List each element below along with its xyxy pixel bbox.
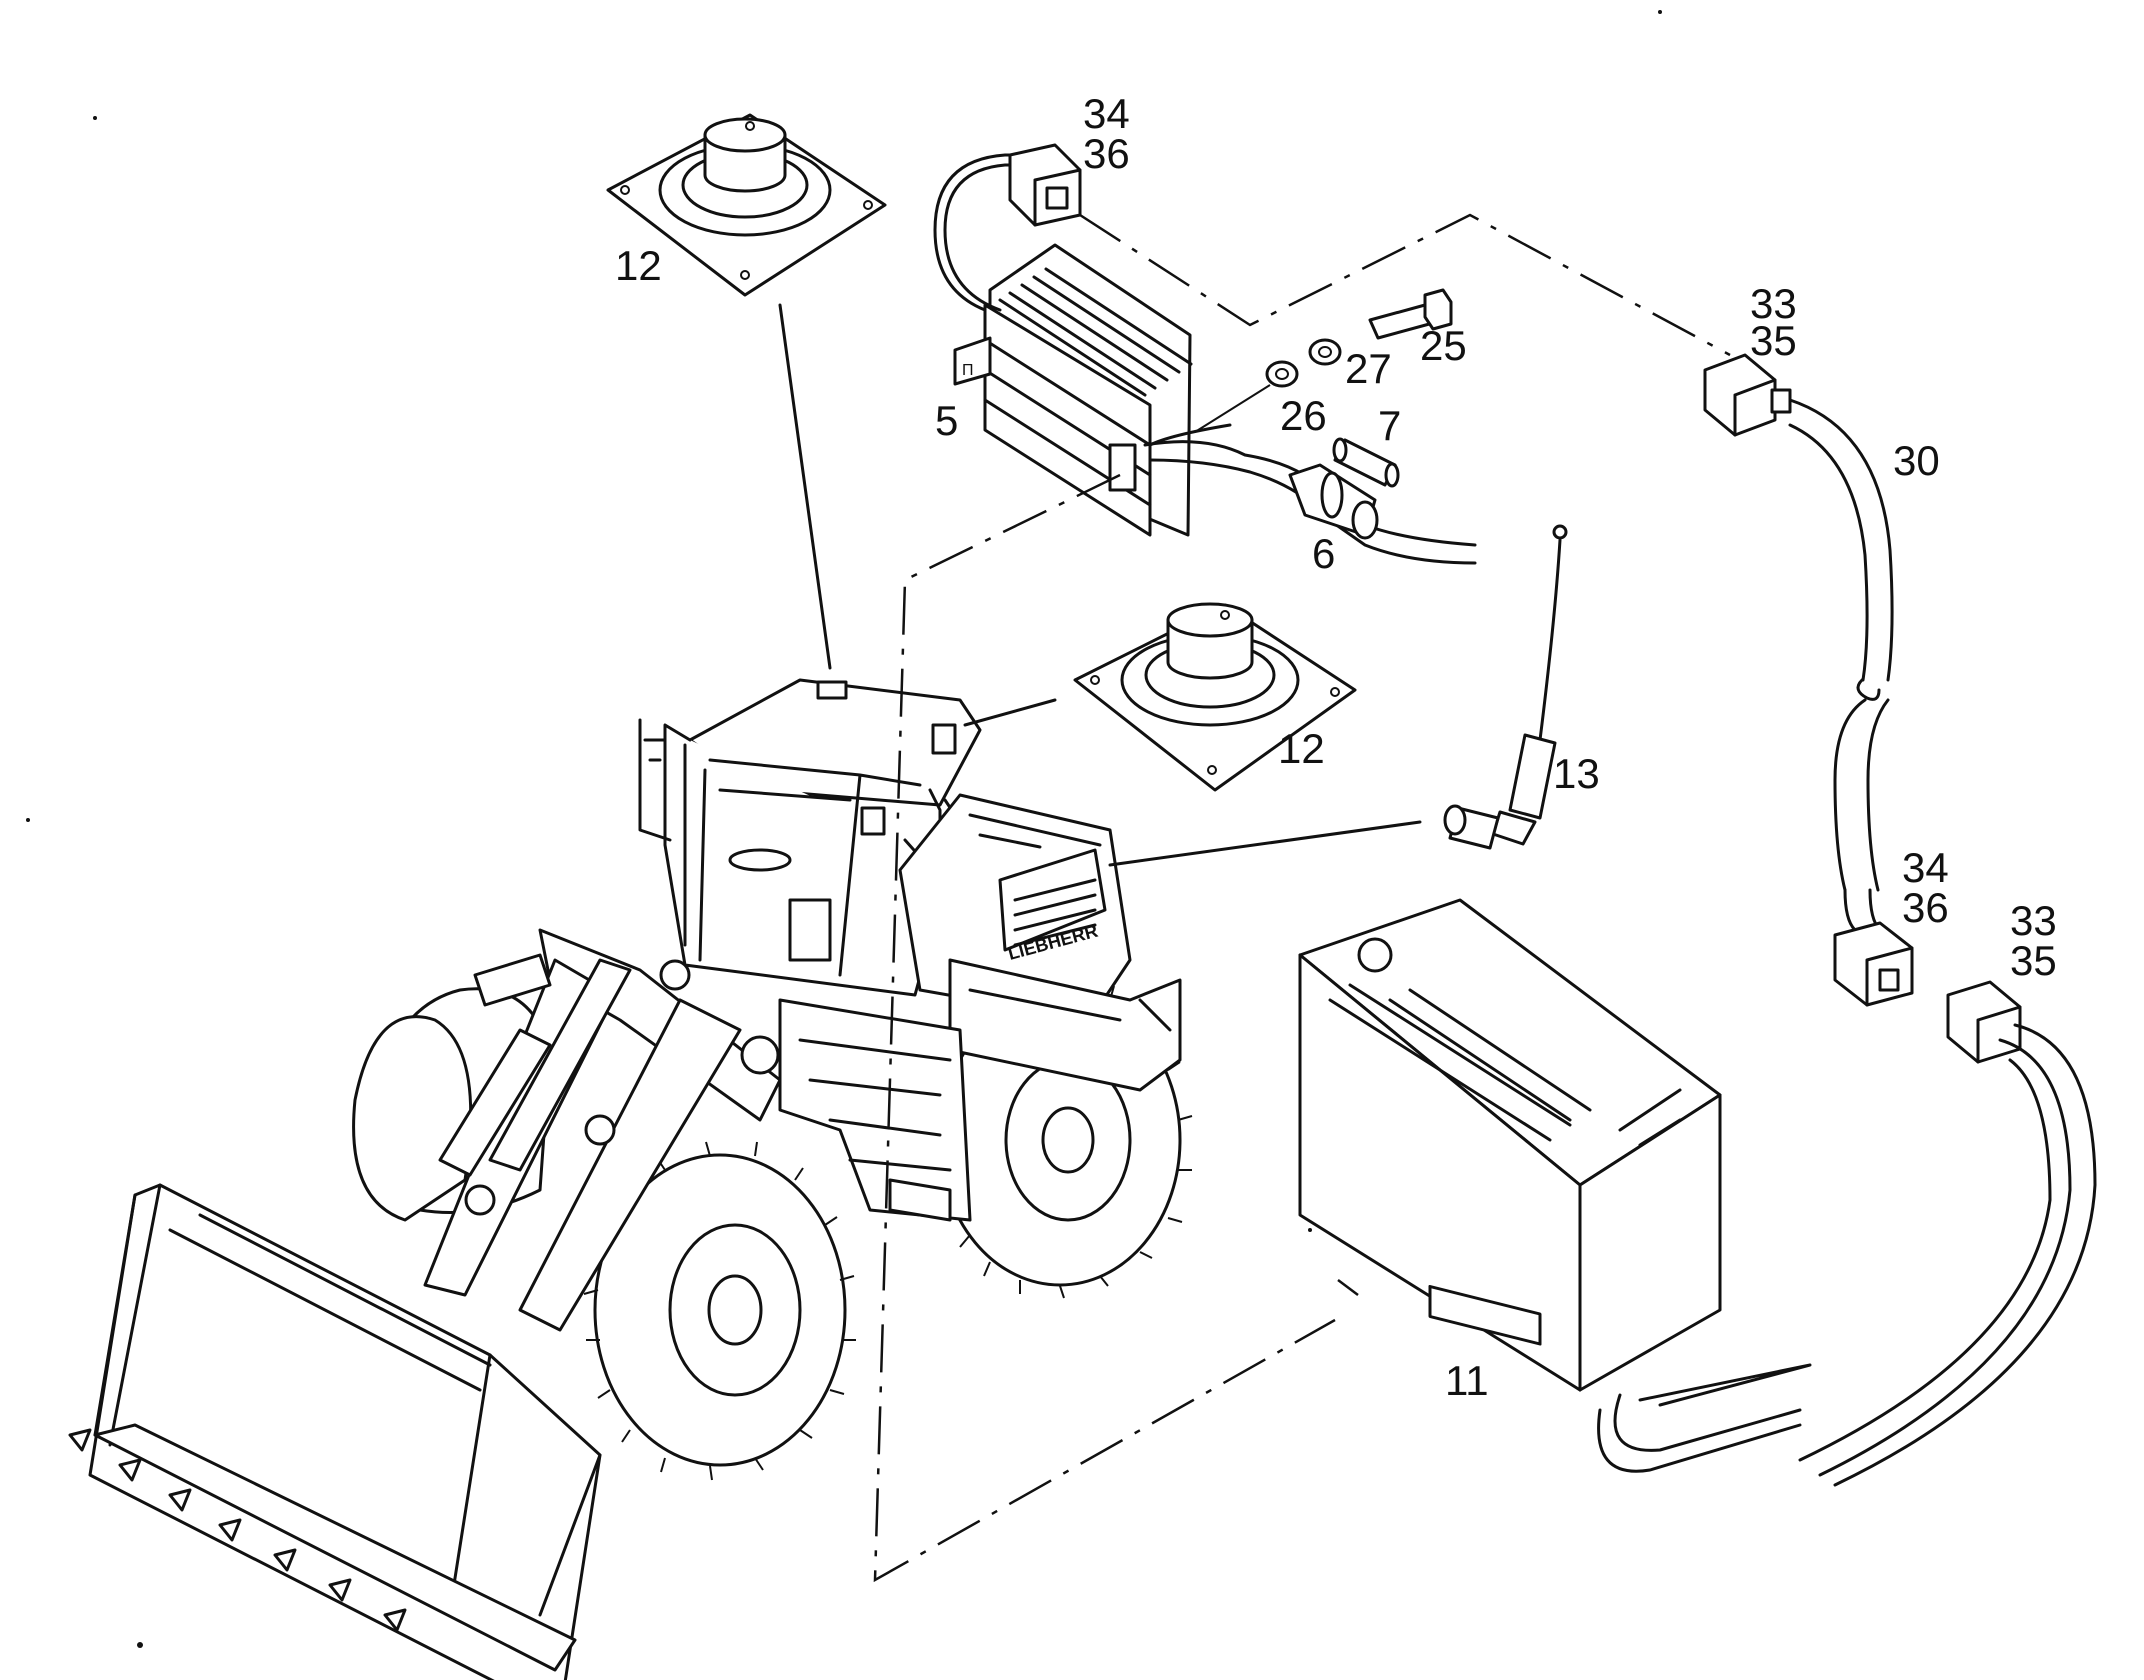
scan-specks bbox=[26, 10, 1662, 1648]
bucket bbox=[68, 1183, 602, 1680]
svg-text:П: П bbox=[962, 362, 974, 379]
fuse-holder-6 bbox=[1288, 463, 1379, 540]
leader-13 bbox=[1108, 820, 1422, 867]
callout-30: 30 bbox=[1893, 437, 1940, 484]
callout-35-top: 35 bbox=[1750, 317, 1797, 364]
frame bbox=[778, 998, 972, 1222]
callout-12-top: 12 bbox=[615, 242, 662, 289]
wheel-loader: LIEBHERR bbox=[68, 678, 1193, 1680]
callout-35-bottom: 35 bbox=[2010, 937, 2057, 984]
speaker-roof bbox=[606, 113, 887, 297]
callout-33-top: 33 bbox=[1750, 280, 1797, 327]
connector-34-36-bottom bbox=[1833, 888, 1914, 1007]
radio-cable bbox=[1597, 1363, 1812, 1473]
callout-26: 26 bbox=[1280, 392, 1327, 439]
callout-36-bottom: 36 bbox=[1902, 884, 1949, 931]
callout-34-bottom: 34 bbox=[1902, 844, 1949, 891]
connector-33-35-top bbox=[1703, 353, 1792, 437]
connector-34-36-top bbox=[933, 143, 1082, 312]
front-left-wheel bbox=[352, 1015, 473, 1222]
lift-arms bbox=[423, 928, 782, 1332]
callout-36-top: 36 bbox=[1083, 130, 1130, 177]
washer-27 bbox=[1308, 338, 1342, 366]
radio-regulator: П bbox=[953, 243, 1193, 537]
cable-30 bbox=[1788, 398, 1894, 892]
assembly-lines bbox=[873, 213, 1731, 1583]
callout-33-bottom: 33 bbox=[2010, 897, 2057, 944]
engine-housing: LIEBHERR bbox=[898, 793, 1182, 1092]
callout-13: 13 bbox=[1553, 750, 1600, 797]
leader-12-top bbox=[778, 303, 832, 670]
radio-11 bbox=[1298, 898, 1722, 1392]
front-wheel bbox=[583, 1141, 856, 1481]
speaker-side bbox=[1073, 602, 1357, 792]
leader-12-side bbox=[963, 698, 1057, 727]
callout-11: 11 bbox=[1445, 1357, 1489, 1404]
cab bbox=[638, 678, 982, 997]
callout-25: 25 bbox=[1420, 322, 1467, 369]
callout-34-top: 34 bbox=[1083, 90, 1130, 137]
callout-7: 7 bbox=[1378, 402, 1401, 449]
callout-27: 27 bbox=[1345, 345, 1392, 392]
callout-5: 5 bbox=[935, 397, 958, 444]
bolt-25 bbox=[1368, 288, 1453, 340]
antenna-13 bbox=[1443, 524, 1568, 850]
connector-33-35-bottom bbox=[1798, 980, 2097, 1487]
fuse-7 bbox=[1332, 437, 1400, 488]
callout-12-side: 12 bbox=[1278, 725, 1325, 772]
washer-26 bbox=[1265, 360, 1299, 388]
leader-26 bbox=[1194, 384, 1271, 433]
callout-6: 6 bbox=[1312, 530, 1335, 577]
